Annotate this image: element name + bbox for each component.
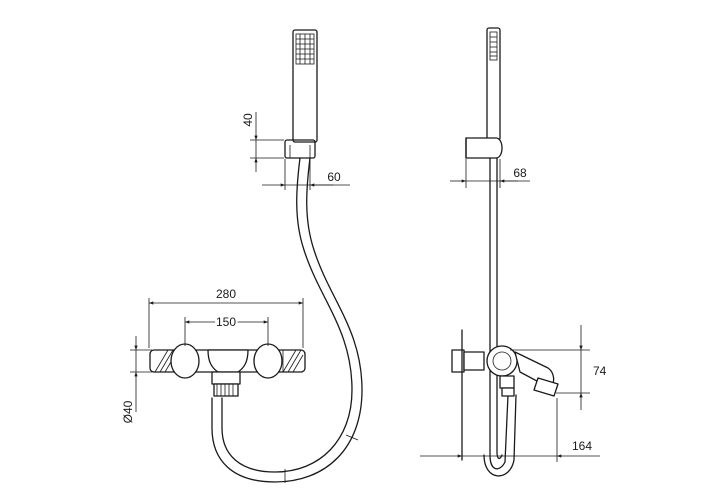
dimension-280: 280 (148, 287, 304, 348)
hand-shower-front (284, 29, 318, 159)
shower-hose-side (489, 157, 509, 470)
label-74: 74 (593, 364, 607, 378)
dimension-diameter-40: Ø40 (121, 336, 152, 423)
dimension-74: 74 (510, 325, 607, 410)
label-60: 60 (327, 170, 341, 184)
label-68: 68 (513, 166, 527, 180)
label-164: 164 (572, 439, 592, 453)
dimension-60: 60 (262, 159, 350, 190)
shower-hose-front (221, 157, 353, 473)
label-40: 40 (241, 113, 255, 127)
label-280: 280 (216, 287, 236, 301)
mixer-body-side (451, 329, 559, 461)
front-view: 280 150 Ø40 40 (121, 29, 363, 483)
label-150: 150 (216, 315, 236, 329)
dimension-68: 68 (450, 159, 530, 188)
mixer-body-front (149, 343, 306, 397)
label-diameter-40: Ø40 (121, 400, 135, 423)
side-view: 68 74 164 (420, 27, 607, 477)
dimension-150: 150 (184, 313, 269, 346)
dimension-164: 164 (420, 398, 600, 462)
dimension-40: 40 (241, 112, 284, 172)
hand-shower-side (465, 27, 503, 159)
